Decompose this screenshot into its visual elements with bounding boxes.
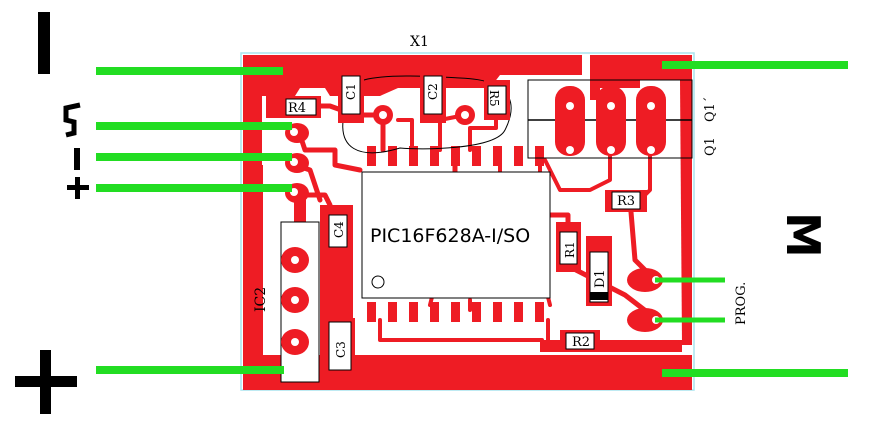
pulse-signal-icon <box>63 102 81 138</box>
minus-icon <box>38 12 50 74</box>
resistor-r5: R5 <box>484 80 510 120</box>
transistor-q1: Q1´ Q1 <box>527 79 718 159</box>
svg-text:R4: R4 <box>288 101 306 116</box>
capacitor-c2: C2 <box>420 68 446 123</box>
svg-text:Q1: Q1 <box>703 137 718 156</box>
resistor-r1: R1 <box>556 222 581 272</box>
crystal-label: X1 <box>410 34 429 50</box>
svg-text:IC2: IC2 <box>253 287 269 312</box>
svg-text:R1: R1 <box>563 241 577 258</box>
svg-text:C1: C1 <box>344 83 358 100</box>
ic-pin1-marker <box>371 275 385 289</box>
crystal-outline <box>342 75 512 154</box>
ic-main-body <box>361 171 551 299</box>
ic-pads-top <box>367 146 544 166</box>
svg-text:R2: R2 <box>572 335 590 350</box>
svg-text:C2: C2 <box>426 83 440 100</box>
minus-icon <box>74 148 80 170</box>
svg-text:C4: C4 <box>332 221 346 238</box>
diode-d1: D1 <box>586 236 612 306</box>
capacitor-c3: C3 <box>325 318 355 373</box>
green-wires <box>96 61 848 377</box>
ic-main-label: PIC16F628A-I/SO <box>370 225 530 247</box>
resistor-r4: R4 <box>266 96 321 118</box>
svg-text:PROG.: PROG. <box>734 282 749 325</box>
svg-text:R5: R5 <box>487 90 501 107</box>
motor-label: M <box>776 212 830 258</box>
crystal-pads <box>373 105 475 125</box>
resistor-r2: R2 <box>560 330 600 352</box>
svg-text:Q1´: Q1´ <box>703 97 718 122</box>
regulator-ic2: IC2 <box>253 221 320 383</box>
plus-icon <box>67 177 89 199</box>
svg-text:R3: R3 <box>617 194 635 209</box>
capacitor-c4: C4 <box>325 205 351 257</box>
ic-pads-bottom <box>367 302 544 322</box>
capacitor-c1: C1 <box>338 68 364 123</box>
svg-text:C3: C3 <box>334 341 348 358</box>
plus-icon <box>15 350 77 414</box>
resistor-r3: R3 <box>605 190 647 212</box>
svg-text:D1: D1 <box>593 269 608 288</box>
